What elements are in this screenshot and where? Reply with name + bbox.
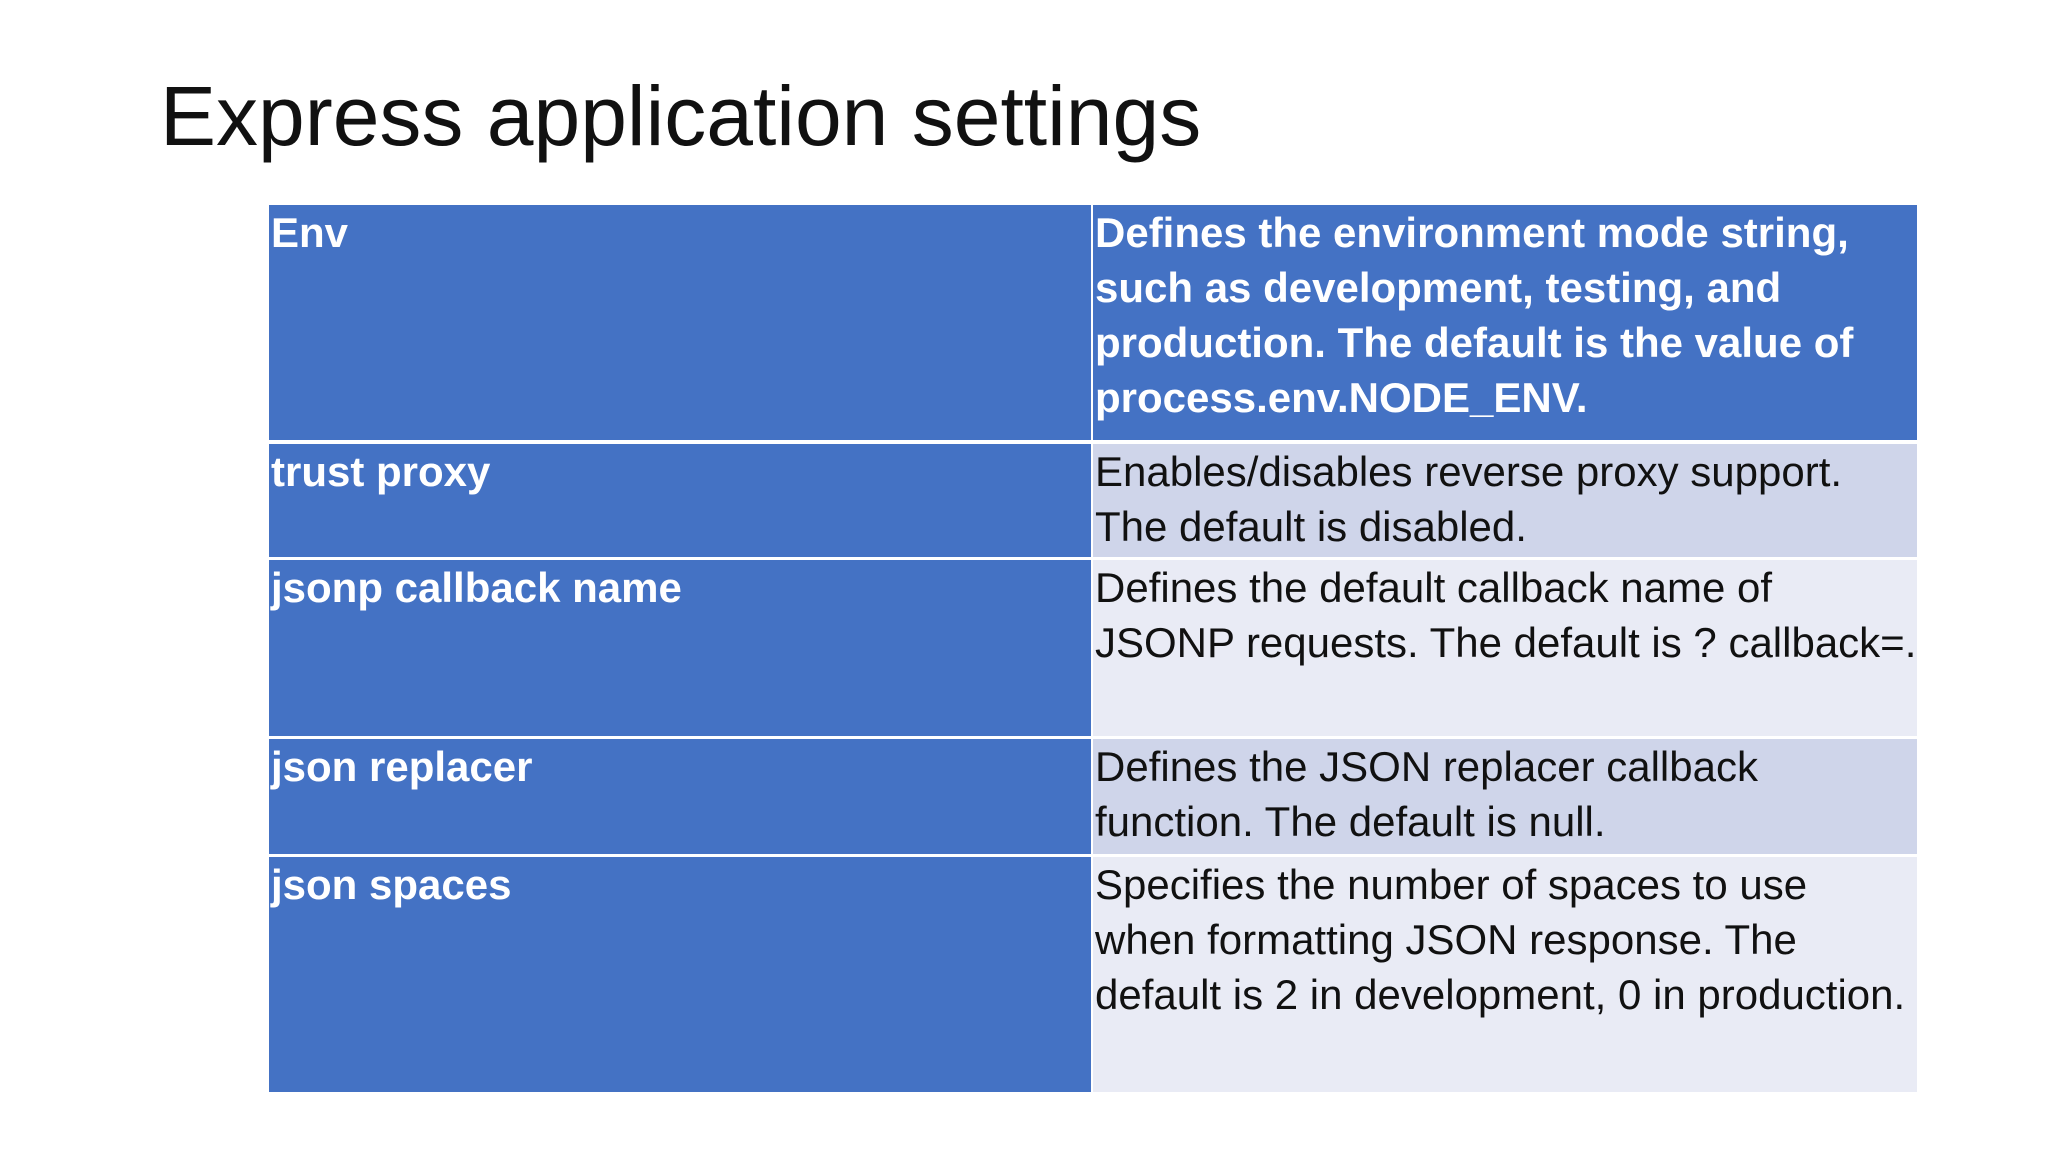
setting-description-cell: Specifies the number of spaces to use wh…: [1091, 853, 1917, 1092]
table-row: jsonp callback name Defines the default …: [269, 556, 1917, 737]
setting-description-cell: Defines the environment mode string, suc…: [1091, 205, 1917, 444]
table-row: json spaces Specifies the number of spac…: [269, 853, 1917, 1092]
slide-title: Express application settings: [160, 69, 1202, 163]
setting-name-cell: Env: [269, 205, 1092, 444]
setting-name-cell: jsonp callback name: [269, 556, 1092, 737]
table-row: Env Defines the environment mode string,…: [269, 205, 1917, 444]
setting-name-cell: trust proxy: [269, 440, 1092, 558]
setting-description-cell: Enables/disables reverse proxy support. …: [1091, 440, 1917, 558]
setting-description-cell: Defines the JSON replacer callback funct…: [1091, 735, 1917, 855]
table-row: json replacer Defines the JSON replacer …: [269, 735, 1917, 855]
setting-description-cell: Defines the default callback name of JSO…: [1091, 556, 1917, 737]
setting-name-cell: json spaces: [269, 853, 1092, 1092]
setting-name-cell: json replacer: [269, 735, 1092, 855]
settings-table: Env Defines the environment mode string,…: [269, 205, 1917, 1092]
table-row: trust proxy Enables/disables reverse pro…: [269, 440, 1917, 558]
